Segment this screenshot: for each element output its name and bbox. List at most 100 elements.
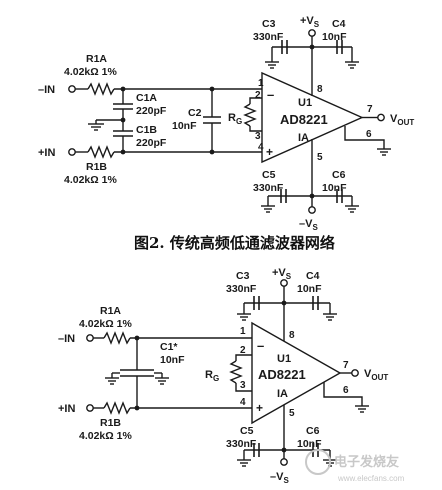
minus-input-sign: – (257, 338, 264, 353)
pin-5: 5 (289, 408, 295, 419)
in-plus-label: +IN (58, 403, 75, 415)
c5-value: 330nF (253, 182, 284, 194)
vs-minus-label: –VS (270, 471, 289, 485)
r1b-resistor (103, 401, 131, 415)
pin-7: 7 (343, 360, 349, 371)
c2-capacitor (203, 116, 221, 124)
vout-terminal (377, 113, 385, 122)
c1b-value: 220pF (136, 137, 167, 149)
c6-capacitor (336, 189, 343, 203)
ground-symbol (345, 61, 359, 69)
rg-label: RG (228, 112, 242, 126)
ad8221-amplifier (251, 321, 342, 425)
c3-value: 330nF (253, 31, 284, 43)
c3-value: 330nF (226, 283, 257, 295)
c5-capacitor (280, 189, 287, 203)
c1b-capacitor (113, 130, 133, 137)
c4-name: C4 (306, 270, 320, 282)
ground-symbol (237, 459, 251, 467)
r1b-name: R1B (86, 161, 107, 173)
c1-value: 10nF (160, 354, 185, 366)
part-number: AD8221 (258, 367, 306, 382)
watermark-logo-icon (305, 449, 331, 475)
pin-7: 7 (367, 104, 373, 115)
ground-symbol (105, 377, 119, 385)
r1a-resistor (87, 82, 115, 96)
c3-name: C3 (236, 270, 250, 282)
vs-minus-label: –VS (299, 218, 318, 232)
c1-name: C1* (160, 341, 178, 353)
r1b-name: R1B (100, 417, 121, 429)
vs-minus-terminal (308, 206, 316, 214)
c5-name: C5 (262, 169, 276, 181)
ia-label: IA (298, 132, 309, 144)
pin-3: 3 (255, 131, 261, 142)
pin-1: 1 (258, 78, 264, 89)
ground-symbol (265, 61, 279, 69)
vs-minus-terminal (280, 458, 288, 466)
vout-label: VOUT (390, 113, 414, 127)
c5-value: 330nF (226, 438, 257, 450)
ia-label: IA (277, 388, 288, 400)
r1b-resistor (87, 145, 115, 159)
c4-value: 10nF (322, 31, 347, 43)
c2-value: 10nF (172, 120, 197, 132)
pin-2: 2 (255, 90, 261, 101)
r1a-value: 4.02kΩ 1% (64, 66, 117, 78)
pin-2: 2 (240, 345, 246, 356)
pin-6: 6 (343, 385, 349, 396)
plus-input-sign: + (266, 145, 273, 159)
pin-1: 1 (240, 326, 246, 337)
rg-label: RG (205, 369, 219, 383)
watermark: 电子发烧友 www.elecfans.com (305, 449, 405, 483)
c3-capacitor (281, 40, 288, 54)
c6-name: C6 (306, 425, 320, 437)
ground-symbol (155, 377, 169, 385)
minus-input-sign: – (267, 87, 274, 102)
in-minus-label: –IN (58, 333, 75, 345)
ground-symbol (355, 405, 369, 413)
c4-capacitor (336, 40, 343, 54)
c1-capacitor (120, 369, 154, 377)
c1b-name: C1B (136, 124, 157, 136)
in-minus-terminal (68, 85, 76, 93)
in-plus-terminal (86, 404, 94, 412)
vs-plus-label: +VS (272, 267, 292, 281)
pin-4: 4 (240, 397, 246, 408)
r1b-value: 4.02kΩ 1% (64, 174, 117, 186)
c3-capacitor (253, 296, 260, 310)
in-minus-label: –IN (38, 84, 55, 96)
in-plus-terminal (68, 148, 76, 156)
vout-terminal (351, 369, 359, 377)
c5-capacitor (253, 443, 260, 457)
pin-8: 8 (289, 330, 295, 341)
ground-symbol (88, 123, 104, 131)
c5-name: C5 (240, 425, 254, 437)
pin-8: 8 (317, 84, 323, 95)
c3-name: C3 (262, 18, 276, 30)
r1a-name: R1A (100, 305, 121, 317)
vs-plus-terminal (280, 279, 288, 287)
pin-4: 4 (258, 142, 264, 153)
c1a-value: 220pF (136, 105, 167, 117)
figure1-schematic: –IN R1A 4.02kΩ 1% +IN R1B 4.02kΩ 1% (38, 15, 414, 232)
ground-symbol (377, 148, 391, 156)
r1a-resistor (103, 331, 131, 345)
r1a-value: 4.02kΩ 1% (79, 318, 132, 330)
ground-symbol (237, 313, 251, 321)
watermark-url: www.elecfans.com (337, 474, 405, 483)
u1-label: U1 (298, 97, 312, 109)
in-minus-terminal (86, 334, 94, 342)
figure-caption: 图2. 传统高频低通滤波器网络 (134, 234, 335, 252)
c1a-name: C1A (136, 92, 157, 104)
u1-label: U1 (277, 353, 291, 365)
vs-plus-label: +VS (300, 15, 320, 29)
pin-5: 5 (317, 152, 323, 163)
pin-3: 3 (240, 380, 246, 391)
plus-input-sign: + (256, 401, 263, 415)
figure2-schematic: –IN R1A 4.02kΩ 1% +IN R1B 4.02kΩ 1% (58, 267, 388, 485)
rg-resistor (229, 360, 243, 384)
in-plus-label: +IN (38, 147, 55, 159)
watermark-text: 电子发烧友 (334, 454, 399, 469)
c1a-capacitor (113, 103, 133, 110)
